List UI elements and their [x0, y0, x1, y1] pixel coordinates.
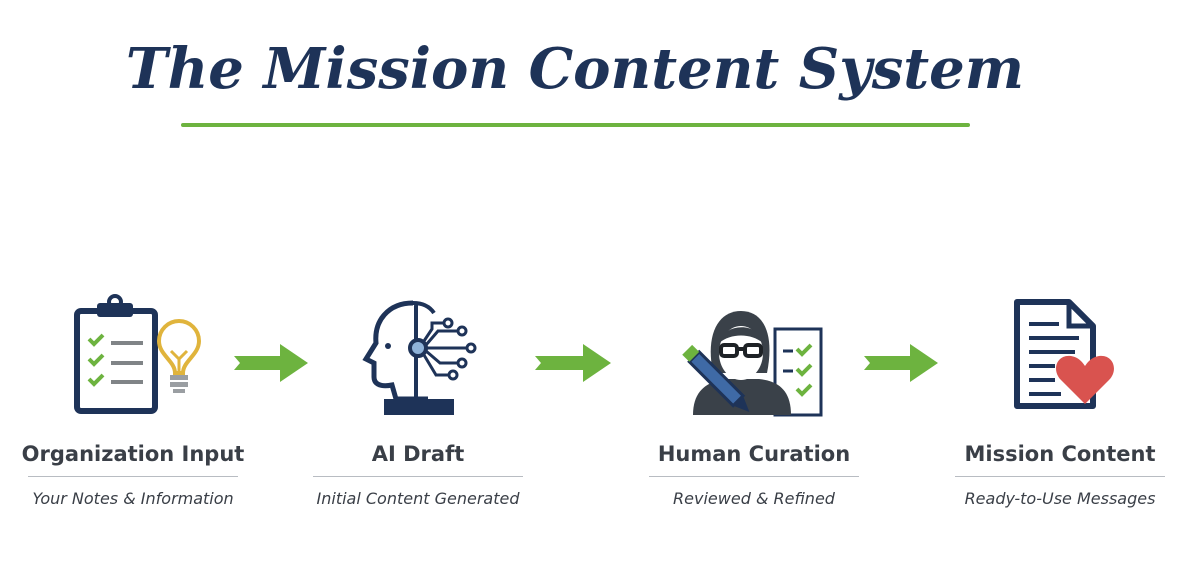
- step-organization-input: Organization Input Your Notes & Informat…: [3, 290, 263, 508]
- step-subtitle: Reviewed & Refined: [673, 489, 835, 508]
- step-label: Human Curation: [657, 442, 851, 466]
- title-underline: [181, 123, 970, 127]
- step-divider: [28, 476, 238, 477]
- step-divider: [955, 476, 1165, 477]
- step-mission-content: Mission Content Ready-to-Use Messages: [930, 290, 1190, 508]
- step-subtitle: Ready-to-Use Messages: [964, 489, 1156, 508]
- arrow-right-icon: [535, 344, 611, 386]
- page-title: The Mission Content System: [125, 36, 1025, 102]
- arrow-right-icon: [864, 344, 938, 386]
- step-divider: [649, 476, 859, 477]
- step-human-curation: Human Curation Reviewed & Refined: [624, 290, 884, 508]
- step-label: Mission Content: [964, 442, 1156, 466]
- document-heart-icon: [930, 290, 1190, 420]
- step-label: AI Draft: [371, 442, 465, 466]
- arrow-right-icon: [234, 344, 308, 386]
- clipboard-lightbulb-icon: [3, 290, 263, 420]
- step-subtitle: Your Notes & Information: [32, 489, 234, 508]
- ai-head-circuit-icon: [288, 290, 548, 420]
- step-label: Organization Input: [21, 442, 245, 466]
- step-divider: [313, 476, 523, 477]
- step-ai-draft: AI Draft Initial Content Generated: [288, 290, 548, 508]
- person-pencil-checklist-icon: [624, 290, 884, 420]
- step-subtitle: Initial Content Generated: [316, 489, 520, 508]
